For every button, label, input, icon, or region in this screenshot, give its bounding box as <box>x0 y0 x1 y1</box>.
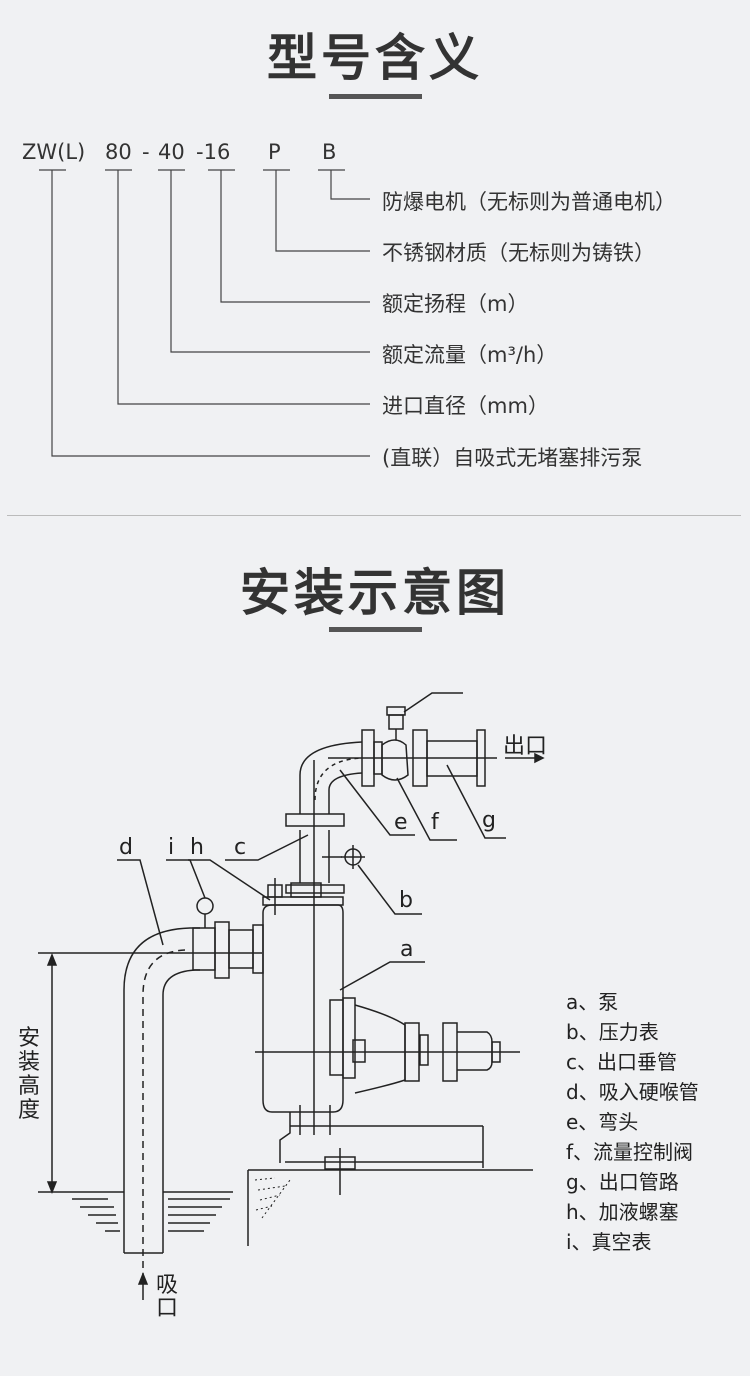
code-inlet: 80 <box>105 140 132 164</box>
meaning-inlet-diameter: 进口直径（mm） <box>382 394 549 418</box>
label-a: a <box>400 937 414 962</box>
legend-item-d: d、吸入硬喉管 <box>566 1080 699 1104</box>
section-title-model-meaning: 型号含义 <box>267 29 483 87</box>
legend-item-a: a、泵 <box>566 990 619 1014</box>
label-f: f <box>431 810 439 835</box>
pump-body <box>262 904 344 1113</box>
label-b: b <box>399 888 413 913</box>
model-connector-lines <box>39 169 370 457</box>
label-inlet-1: 吸 <box>156 1273 179 1298</box>
legend-item-e: e、弯头 <box>566 1110 639 1134</box>
meaning-flow: 额定流量（m³/h） <box>382 343 558 367</box>
code-flow: 40 <box>158 140 185 164</box>
code-series: ZW(L) <box>22 140 86 164</box>
meaning-motor: 防爆电机（无标则为普通电机） <box>382 190 676 214</box>
label-e: e <box>394 810 408 835</box>
label-c: c <box>234 835 247 860</box>
legend-item-h: h、加液螺塞 <box>566 1200 679 1224</box>
legend-item-g: g、出口管路 <box>566 1170 679 1194</box>
code-motor: B <box>322 140 337 164</box>
meaning-head: 额定扬程（m） <box>382 292 529 316</box>
code-head: -16 <box>196 140 231 164</box>
label-i: i <box>168 835 175 860</box>
legend-item-b: b、压力表 <box>566 1020 659 1044</box>
code-material: P <box>268 140 281 164</box>
legend-item-f: f、流量控制阀 <box>566 1140 694 1164</box>
label-install-height: 安装高度 <box>18 1026 41 1123</box>
section-divider <box>7 515 741 516</box>
code-dash-1: - <box>142 140 150 164</box>
title-underline <box>329 627 422 632</box>
suction-pipe <box>123 927 200 1253</box>
section-title-install-diagram: 安装示意图 <box>240 564 510 622</box>
meaning-pump-type: (直联）自吸式无堵塞排污泵 <box>382 446 643 470</box>
label-inlet-2: 口 <box>156 1296 179 1321</box>
meaning-material: 不锈钢材质（无标则为铸铁） <box>382 241 655 265</box>
label-d: d <box>119 835 133 860</box>
title-underline <box>329 94 422 99</box>
legend-item-i: i、真空表 <box>566 1230 652 1254</box>
label-g: g <box>482 808 496 833</box>
label-outlet: 出口 <box>503 734 548 759</box>
label-h: h <box>190 835 204 860</box>
legend-item-c: c、出口垂管 <box>566 1050 677 1074</box>
